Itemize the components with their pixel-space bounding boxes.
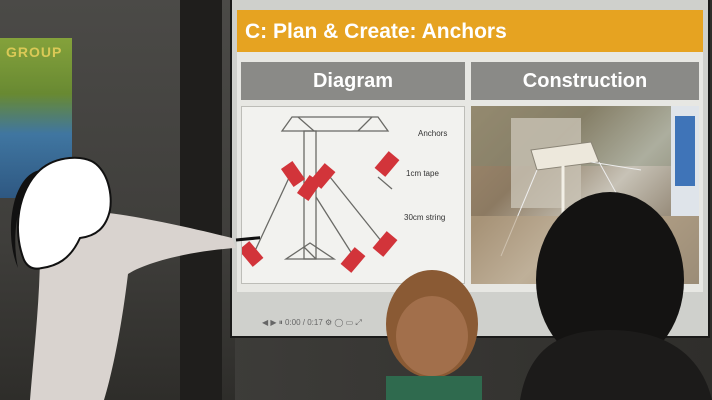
anchor-tape: [310, 163, 336, 189]
anchor-tape: [280, 160, 306, 188]
anchor-tape: [238, 241, 264, 267]
string-line: [315, 196, 355, 258]
label-string: 30cm string: [404, 213, 446, 222]
pointer-stick: [235, 236, 260, 242]
player-controls[interactable]: ◀ ▶ ⏸ 0:00 / 0:17 ⚙ ◯ ▭ ⤢: [262, 318, 362, 327]
student-head: [520, 192, 712, 400]
slide-title: C: Plan & Create: Anchors: [245, 20, 507, 43]
presenter-figure: [10, 156, 260, 400]
string-line: [377, 176, 393, 190]
label-anchors: Anchors: [418, 129, 448, 138]
anchor-tape: [374, 151, 400, 177]
diagram-panel: Anchors 1cm tape 30cm string: [238, 106, 465, 284]
string-line: [321, 166, 387, 248]
anchor-tape: [372, 231, 398, 257]
anchors-diagram: [238, 116, 400, 273]
model-tower-photo: [471, 106, 699, 284]
poster-label: GROUP: [6, 44, 63, 60]
tower-base: [283, 242, 337, 260]
string-line: [253, 166, 295, 254]
door-frame: [180, 0, 222, 400]
tower-top-platform: [280, 116, 390, 132]
construction-header: Construction: [471, 62, 699, 100]
diagram-header: Diagram: [241, 62, 465, 100]
slide-title-bar: C: Plan & Create: Anchors: [237, 10, 703, 52]
label-tape: 1cm tape: [406, 169, 439, 178]
anchor-tape: [340, 247, 366, 273]
student-head: [386, 270, 482, 400]
